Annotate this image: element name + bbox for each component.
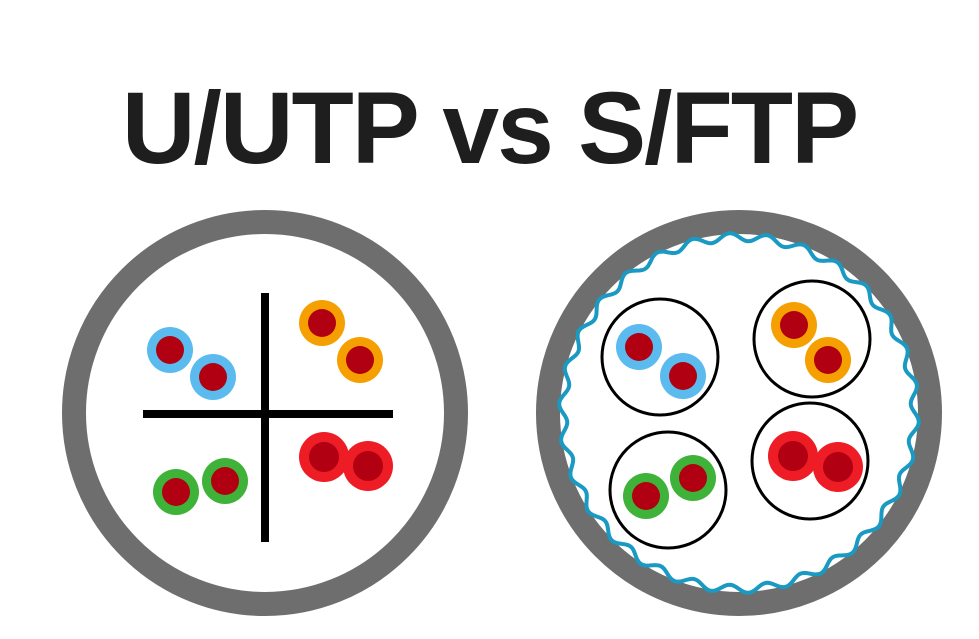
sftp-foil-ring-red (750, 401, 870, 521)
sftp-pair-blue (616, 324, 706, 399)
sftp-pair-green (623, 455, 716, 519)
sftp-foil-ring-green (608, 430, 728, 550)
sftp-orange-conductor-2 (814, 346, 842, 374)
utp-blue-conductor-1 (156, 336, 184, 364)
sftp-red-conductor-2 (823, 452, 853, 482)
sftp-foil-ring-blue (600, 297, 720, 417)
utp-blue-conductor-2 (199, 363, 227, 391)
sftp-pair-orange (771, 302, 851, 383)
utp-separator-horizontal (143, 410, 393, 418)
sftp-green-conductor-2 (679, 464, 707, 492)
utp-cable (62, 210, 468, 616)
sftp-cable (536, 210, 942, 616)
sftp-red-conductor-1 (778, 441, 808, 471)
utp-orange-conductor-2 (346, 346, 374, 374)
sftp-blue-conductor-1 (625, 333, 653, 361)
utp-red-conductor-1 (309, 442, 339, 472)
utp-green-conductor-2 (211, 467, 239, 495)
sftp-foil-ring-orange (752, 279, 872, 399)
utp-green-conductor-1 (162, 478, 190, 506)
utp-red-conductor-2 (353, 451, 383, 481)
utp-orange-conductor-1 (308, 309, 336, 337)
sftp-braid-shield (557, 231, 921, 595)
utp-pair-red (299, 432, 393, 491)
utp-pair-orange (299, 300, 383, 383)
utp-pair-green (153, 458, 248, 515)
sftp-jacket (536, 210, 942, 616)
utp-pair-blue (147, 327, 236, 400)
sftp-blue-conductor-2 (669, 362, 697, 390)
utp-cross-separator (143, 293, 393, 542)
sftp-pair-red (768, 431, 863, 492)
sftp-green-conductor-1 (632, 482, 660, 510)
sftp-orange-conductor-1 (780, 311, 808, 339)
page-title: U/UTP vs S/FTP (121, 71, 859, 185)
